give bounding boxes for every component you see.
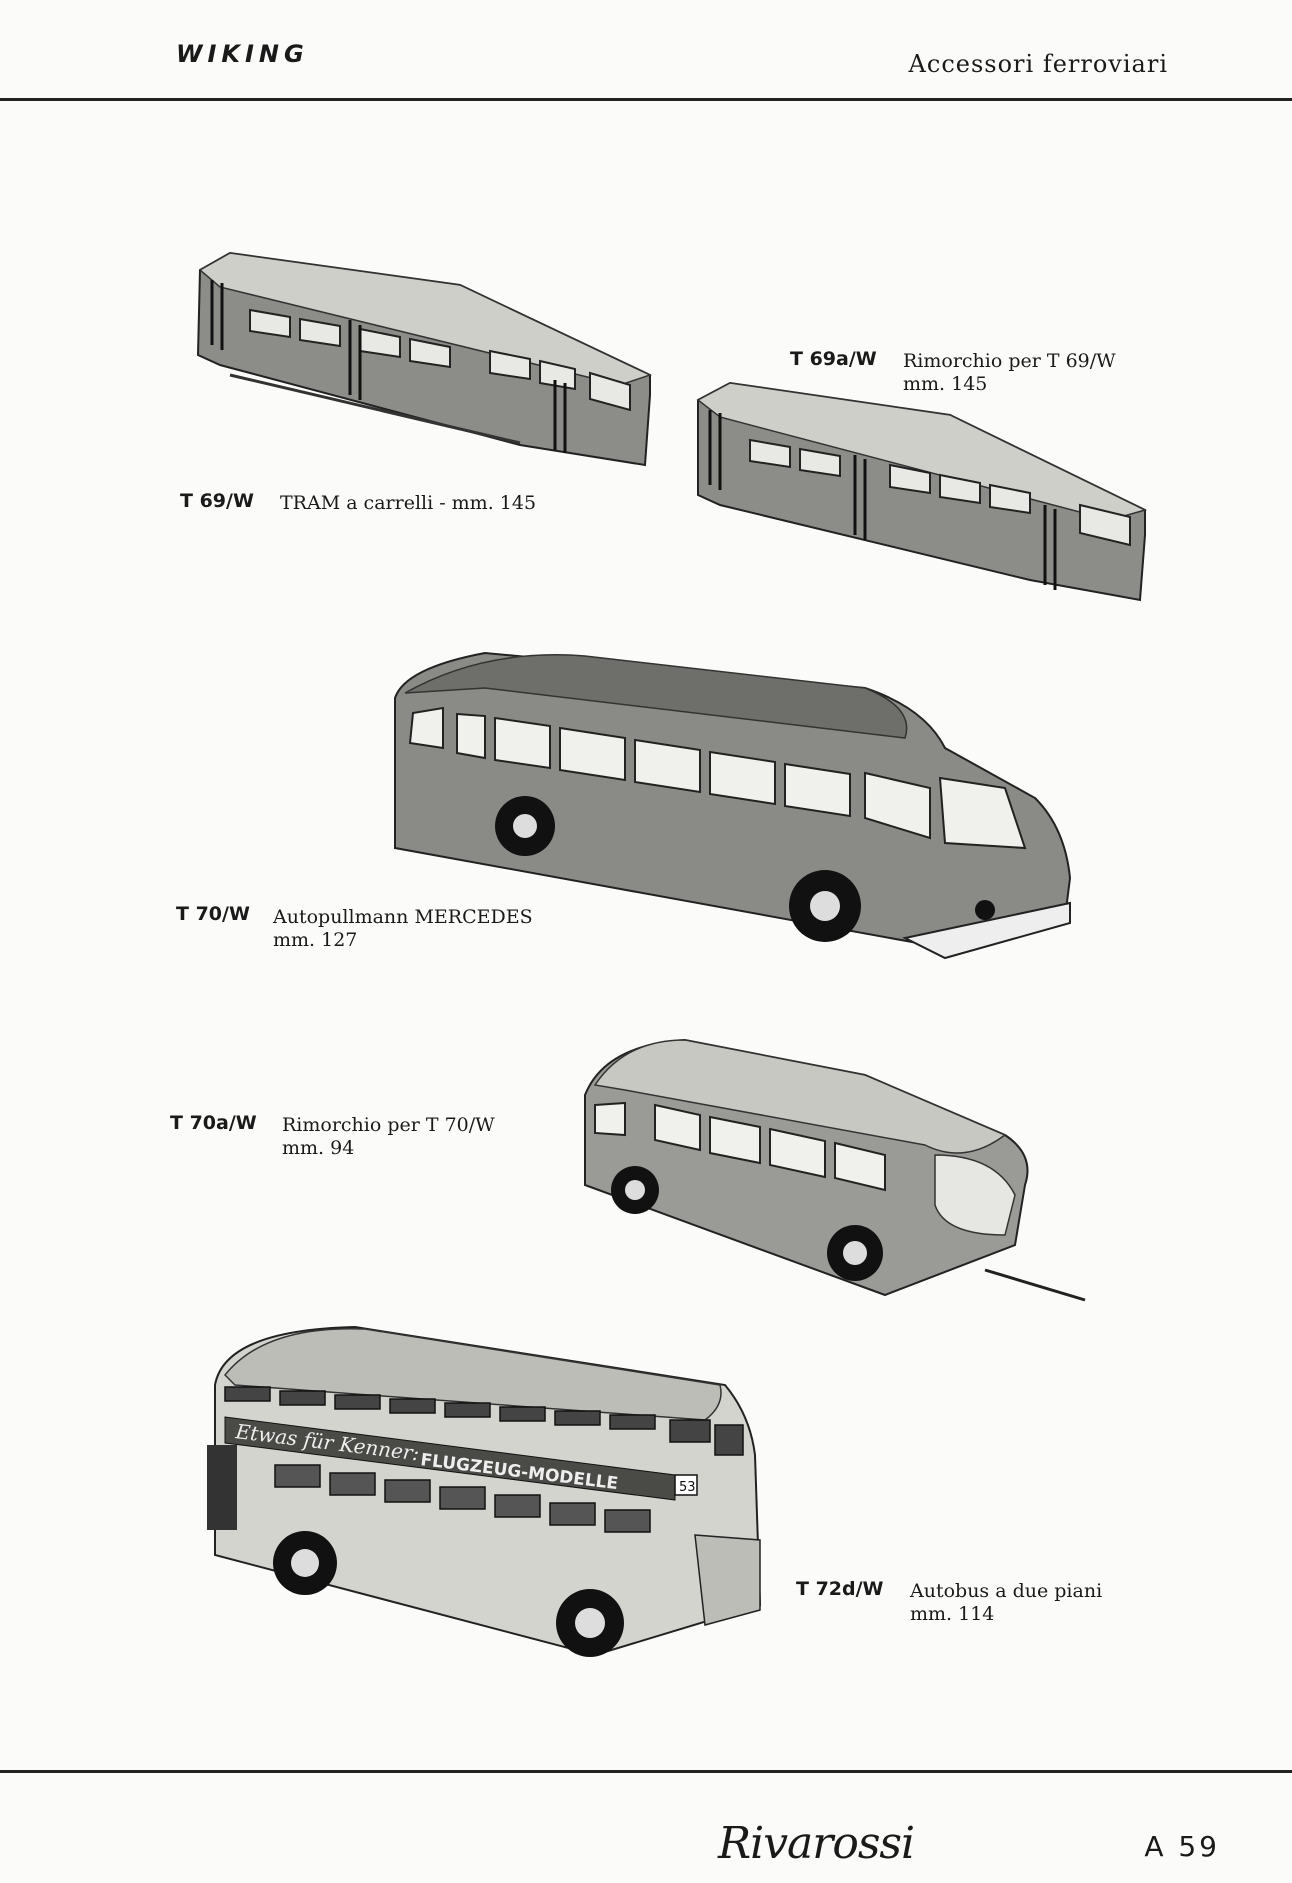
item-desc-t69a-line2: mm. 145: [903, 373, 988, 395]
bus-route-number: 53: [679, 1480, 696, 1495]
tram-trailer-t69a-image: [696, 381, 1148, 602]
tram-t69-image: [196, 251, 653, 467]
item-desc-t69: TRAM a carrelli - mm. 145: [280, 492, 537, 514]
doubledecker-t72d-image: Etwas für Kenner: FLUGZEUG-MODELLE 53: [207, 1325, 762, 1657]
item-code-t70: T 70/W: [176, 903, 250, 925]
item-desc-t72d-line1: Autobus a due piani: [910, 1580, 1103, 1602]
coach-t70-image: [394, 651, 1072, 960]
header-brand: WIKING: [176, 40, 309, 68]
item-code-t72d: T 72d/W: [796, 1578, 884, 1600]
footer-rule: [0, 1770, 1292, 1773]
item-desc-t69a-line1: Rimorchio per T 69/W: [903, 350, 1116, 372]
item-code-t69: T 69/W: [180, 490, 254, 512]
header-rule: [0, 98, 1292, 101]
item-desc-t70-line2: mm. 127: [273, 929, 358, 951]
item-desc-t70a-line1: Rimorchio per T 70/W: [282, 1114, 495, 1136]
page-number: A 59: [1144, 1830, 1220, 1863]
rivarossi-logo: Rivarossi: [718, 1818, 915, 1869]
item-desc-t72d-line2: mm. 114: [910, 1603, 995, 1625]
header-section: Accessori ferroviari: [908, 50, 1168, 78]
item-code-t69a: T 69a/W: [790, 348, 877, 370]
item-code-t70a: T 70a/W: [170, 1112, 257, 1134]
item-desc-t70-line1: Autopullmann MERCEDES: [273, 906, 533, 928]
coach-trailer-t70a-image: [584, 1038, 1086, 1302]
item-desc-t70a-line2: mm. 94: [282, 1137, 355, 1159]
